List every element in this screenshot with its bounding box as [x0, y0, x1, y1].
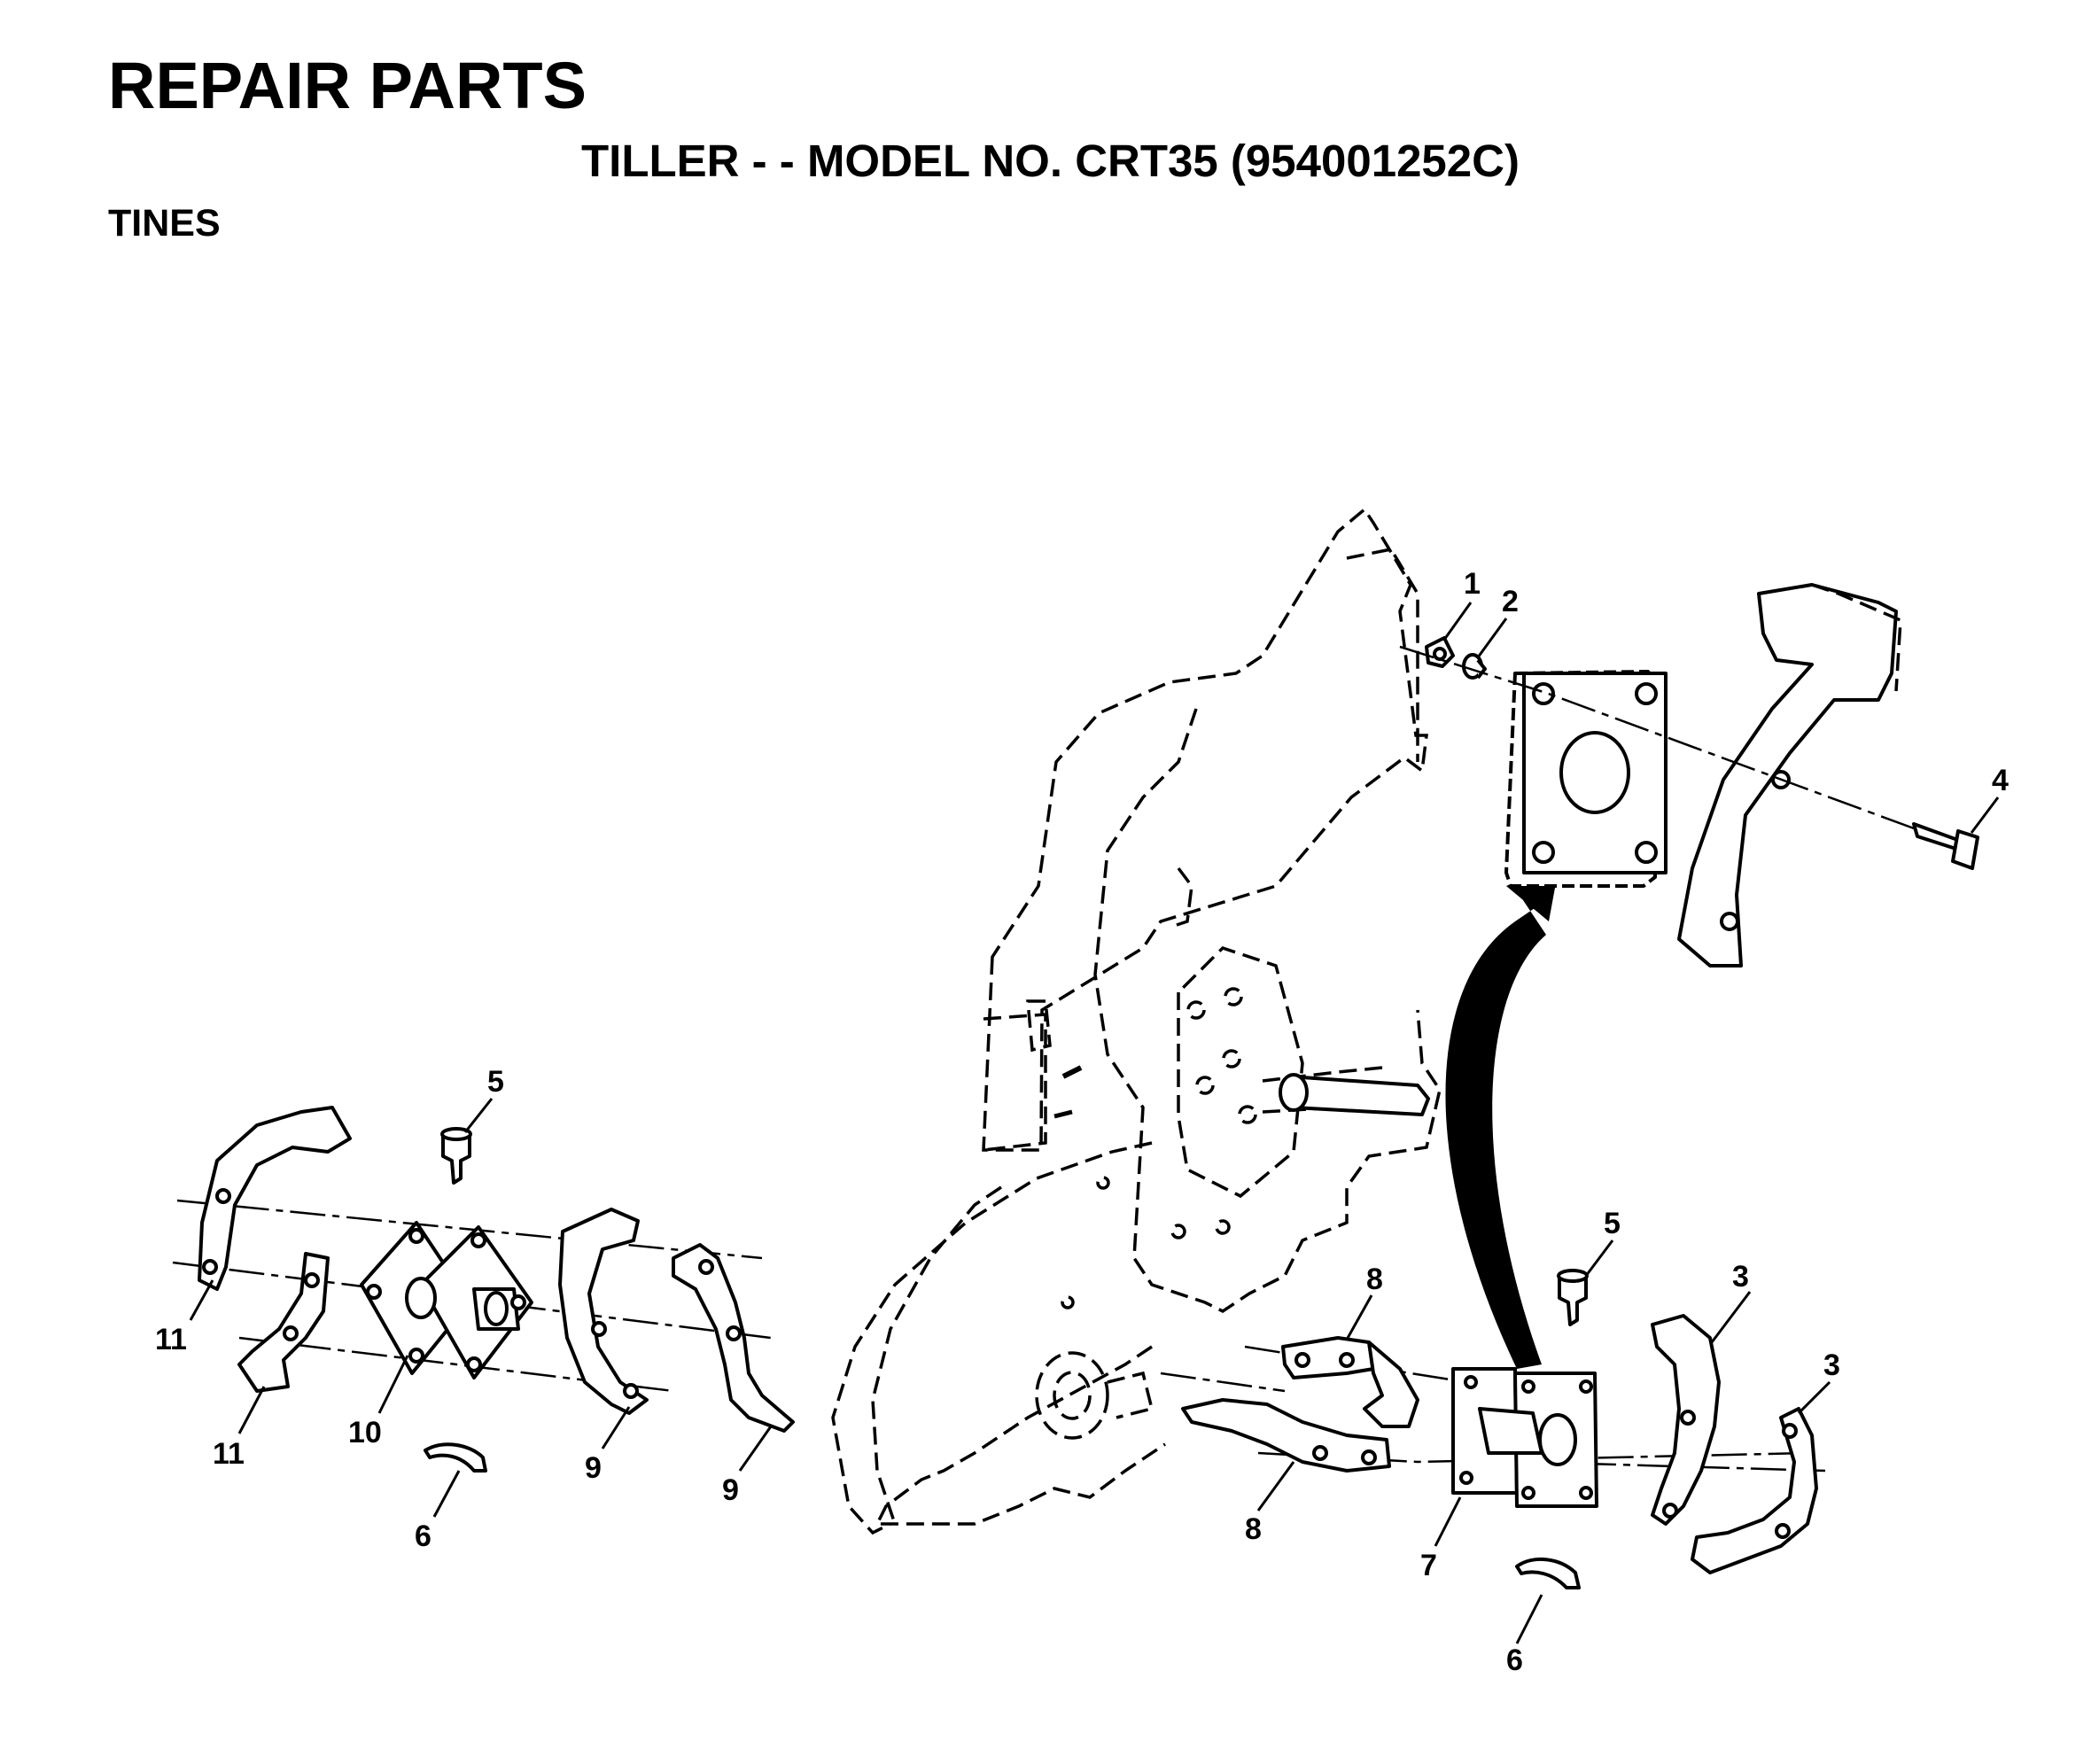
hardware-upper [1425, 636, 1979, 870]
callout-6-left: 6 [415, 1519, 431, 1553]
tine-shaft-stub [1279, 1073, 1430, 1116]
callout-9-right: 9 [722, 1473, 739, 1507]
callout-numbers: 1 2 3 3 4 5 5 6 6 7 8 8 9 9 10 11 11 [155, 567, 2009, 1677]
tine-detail [1677, 583, 1902, 967]
callout-5-left: 5 [487, 1065, 504, 1099]
callout-9-left: 9 [585, 1451, 602, 1485]
callout-11-upper: 11 [155, 1323, 187, 1356]
callout-3-outer: 3 [1823, 1348, 1840, 1382]
callout-5-right: 5 [1604, 1207, 1621, 1240]
model-subtitle: TILLER - - MODEL NO. CRT35 (954001252C) [581, 136, 1520, 186]
section-title: TINES [108, 202, 221, 245]
callout-11-lower: 11 [213, 1437, 245, 1471]
right-tine-assembly [1181, 1269, 1818, 1589]
callout-6-right: 6 [1506, 1644, 1523, 1677]
callout-1: 1 [1464, 567, 1481, 601]
assembly-arrow-icon [1445, 864, 1559, 1369]
callout-8-lower: 8 [1245, 1512, 1262, 1546]
callout-2: 2 [1502, 585, 1519, 618]
tiller-body-outline [831, 507, 1442, 1535]
callout-3-inner: 3 [1732, 1260, 1749, 1294]
left-tine-assembly [198, 1106, 795, 1473]
page-title: REPAIR PARTS [108, 49, 587, 122]
flange-plate-detail [1504, 670, 1668, 888]
callout-8-upper: 8 [1366, 1263, 1383, 1296]
callout-10: 10 [348, 1416, 382, 1449]
callout-7: 7 [1420, 1549, 1437, 1582]
callout-4: 4 [1992, 764, 2009, 797]
leader-lines [189, 602, 2000, 1644]
